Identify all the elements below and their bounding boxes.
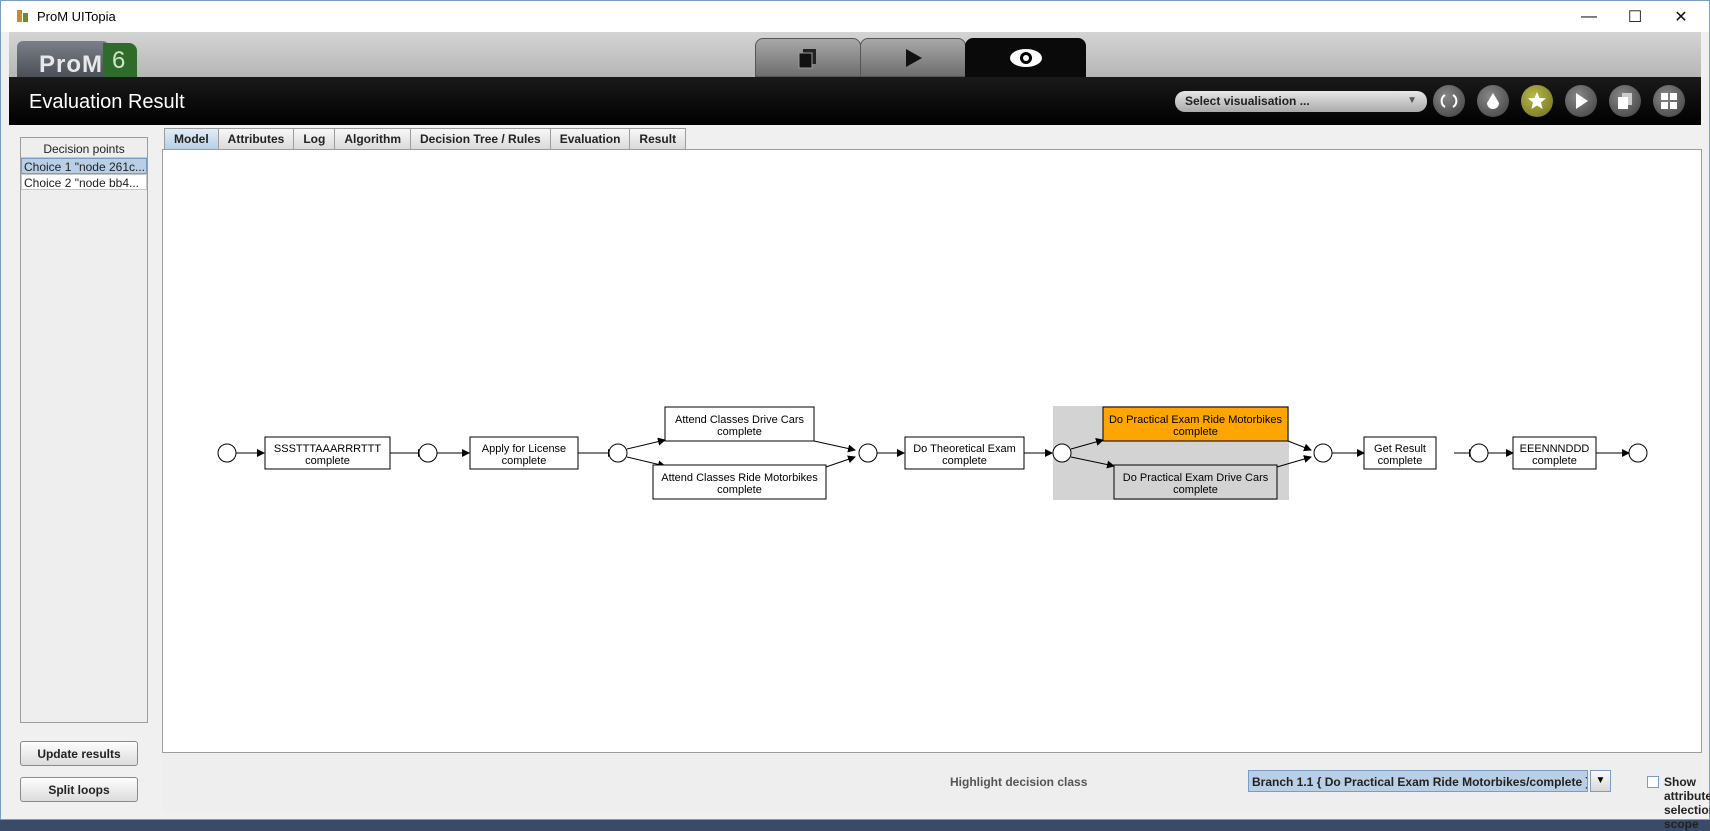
transition-label: complete <box>942 455 987 467</box>
transition-label: complete <box>717 484 762 496</box>
title-bar: ProM UITopia — ☐ ✕ <box>1 1 1709 32</box>
place-node[interactable] <box>608 443 628 463</box>
actions-tab[interactable] <box>860 38 966 77</box>
highlight-decision-class-label: Highlight decision class <box>950 775 1088 789</box>
transition-box[interactable] <box>664 406 815 442</box>
place-node[interactable] <box>1469 443 1489 463</box>
transition-label: complete <box>305 455 350 467</box>
drop-icon[interactable] <box>1477 85 1509 117</box>
transition-label: complete <box>502 455 547 467</box>
transition-label: Do Practical Exam Drive Cars <box>1123 472 1269 484</box>
transition-label: Attend Classes Ride Motorbikes <box>661 472 818 484</box>
transition-label: SSSTTTAAARRRTTT <box>274 443 381 455</box>
eye-icon <box>1009 48 1042 67</box>
transition-label: complete <box>717 426 762 438</box>
transition-label: Apply for License <box>482 443 566 455</box>
minimize-button[interactable]: — <box>1581 7 1597 25</box>
star-icon[interactable] <box>1521 85 1553 117</box>
grid-icon[interactable] <box>1653 85 1685 117</box>
transition-box[interactable] <box>469 436 579 470</box>
workspace-icon <box>798 48 816 68</box>
transition-label: Get Result <box>1374 443 1426 455</box>
play-tab-icon <box>906 48 922 67</box>
split-loops-button[interactable]: Split loops <box>20 777 138 802</box>
place-node[interactable] <box>418 443 438 463</box>
tab-log[interactable]: Log <box>293 128 336 149</box>
tab-model[interactable]: Model <box>164 128 219 149</box>
show-scope-checkbox[interactable] <box>1647 776 1659 788</box>
decision-point-item[interactable]: Choice 1 "node 261c... <box>21 158 147 174</box>
view-tabs: Model Attributes Log Algorithm Decision … <box>164 128 687 149</box>
refresh-icon[interactable] <box>1433 85 1465 117</box>
show-scope-label: Show attribute selection scope <box>1664 775 1710 831</box>
tab-algorithm[interactable]: Algorithm <box>334 128 412 149</box>
transition-box[interactable] <box>1102 406 1289 442</box>
transition-label: complete <box>1378 455 1423 467</box>
logo-version: 6 <box>103 43 137 77</box>
place-node[interactable] <box>1052 443 1072 463</box>
tab-evaluation[interactable]: Evaluation <box>549 128 631 149</box>
place-node[interactable] <box>217 443 237 463</box>
workspace-tab[interactable] <box>755 38 861 77</box>
prom-logo: ProM 6 <box>17 41 137 78</box>
place-node[interactable] <box>1628 443 1648 463</box>
play-icon[interactable] <box>1565 85 1597 117</box>
window-title: ProM UITopia <box>37 9 116 24</box>
transition-label: EEENNNDDD <box>1520 443 1590 455</box>
transition-label: Do Theoretical Exam <box>913 443 1016 455</box>
transition-box[interactable] <box>652 464 827 500</box>
transition-label: Attend Classes Drive Cars <box>675 414 804 426</box>
transition-box[interactable] <box>904 436 1025 470</box>
decision-point-item[interactable]: Choice 2 "node bb4... <box>21 174 147 190</box>
transition-label: complete <box>1532 455 1577 467</box>
maximize-button[interactable]: ☐ <box>1627 8 1643 26</box>
view-header: Evaluation Result Select visualisation .… <box>9 77 1701 125</box>
close-button[interactable]: ✕ <box>1674 8 1688 26</box>
highlight-decision-class-select[interactable]: Branch 1.1 { Do Practical Exam Ride Moto… <box>1248 770 1588 792</box>
chevron-down-icon[interactable]: ▼ <box>1590 770 1611 792</box>
graph-places <box>217 443 1648 463</box>
transition-box[interactable] <box>1363 436 1437 470</box>
copy-icon[interactable] <box>1609 85 1641 117</box>
decision-points-header: Decision points <box>21 138 147 158</box>
transition-box[interactable] <box>1113 464 1278 500</box>
visualisation-select-value: Select visualisation ... <box>1185 94 1310 108</box>
transition-label: complete <box>1173 426 1218 438</box>
tab-decision-tree-rules[interactable]: Decision Tree / Rules <box>410 128 551 149</box>
place-node[interactable] <box>1313 443 1333 463</box>
transition-box[interactable] <box>1512 436 1597 470</box>
tab-result[interactable]: Result <box>629 128 687 149</box>
tab-attributes[interactable]: Attributes <box>217 128 295 149</box>
logo-text: ProM <box>17 41 109 78</box>
place-node[interactable] <box>858 443 878 463</box>
views-tab[interactable] <box>965 38 1086 77</box>
chevron-down-icon: ▼ <box>1407 95 1417 106</box>
transition-node[interactable]: Do Practical Exam Ride Motorbikescomplet… <box>1102 406 1289 442</box>
transition-label: complete <box>1173 484 1218 496</box>
transition-label: Do Practical Exam Ride Motorbikes <box>1109 414 1283 426</box>
page-title: Evaluation Result <box>29 91 185 113</box>
visualisation-select[interactable]: Select visualisation ... ▼ <box>1175 91 1427 112</box>
decision-points-panel: Decision points Choice 1 "node 261c... C… <box>20 137 148 723</box>
prom-app-icon <box>17 10 28 22</box>
transition-box[interactable] <box>264 436 391 470</box>
header-bar: ProM 6 <box>9 32 1701 78</box>
bottom-controls: Highlight decision class Branch 1.1 { Do… <box>163 754 1710 831</box>
update-results-button[interactable]: Update results <box>20 741 138 766</box>
